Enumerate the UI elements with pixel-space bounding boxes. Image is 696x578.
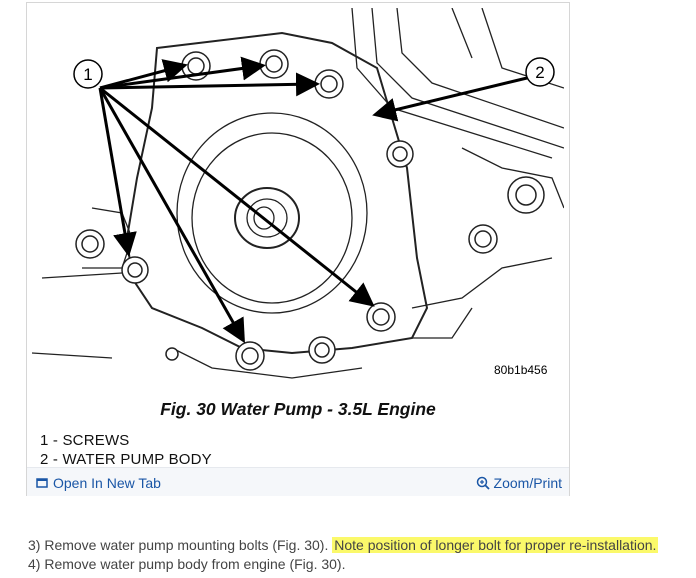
callout-1-label: 1 — [83, 65, 92, 84]
zoom-print-label: Zoom/Print — [493, 475, 562, 491]
step-3: 3) Remove water pump mounting bolts (Fig… — [28, 536, 659, 555]
callout-2-label: 2 — [535, 63, 544, 82]
zoom-print-link[interactable]: Zoom/Print — [476, 475, 562, 491]
legend-item: 1 - SCREWS — [40, 432, 130, 449]
diagram-drawing: 1 2 80b1b456 — [32, 8, 564, 379]
figure-ref-code: 80b1b456 — [494, 363, 548, 377]
figure-caption: Fig. 30 Water Pump - 3.5L Engine — [160, 399, 436, 419]
step-3-highlight: Note position of longer bolt for proper … — [332, 537, 659, 553]
water-pump-diagram: 1 2 80b1b456 — [32, 8, 564, 396]
figure-card: 1 2 80b1b456 Fig. 30 Water Pump - 3.5L E… — [26, 2, 570, 496]
step-3-text: 3) Remove water pump mounting bolts (Fig… — [28, 537, 333, 553]
figure-footer: Open In New Tab Zoom/Print — [27, 467, 569, 496]
instructions: 3) Remove water pump mounting bolts (Fig… — [28, 536, 659, 574]
legend-item: 2 - WATER PUMP BODY — [40, 451, 212, 468]
step-4: 4) Remove water pump body from engine (F… — [28, 556, 346, 572]
new-tab-icon — [35, 476, 49, 490]
figure-legend: 1 - SCREWS 2 - WATER PUMP BODY — [40, 431, 212, 469]
zoom-icon — [476, 476, 490, 490]
open-in-new-tab-link[interactable]: Open In New Tab — [35, 475, 161, 491]
open-in-new-tab-label: Open In New Tab — [53, 475, 161, 491]
